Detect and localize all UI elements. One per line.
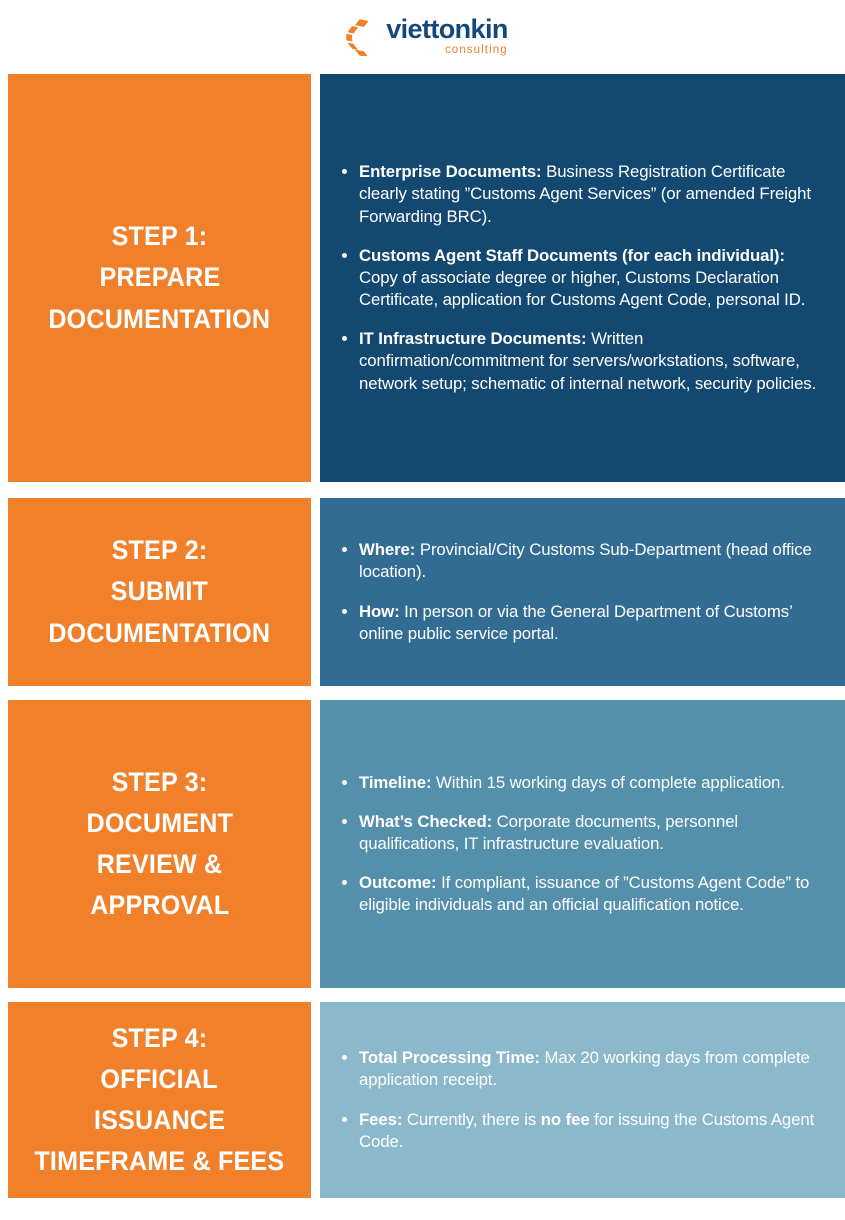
bullet-label: Total Processing Time:: [359, 1048, 540, 1068]
step-4-title-panel: STEP 4: OFFICIAL ISSUANCE TIMEFRAME & FE…: [8, 1002, 311, 1198]
bullet-text: Corporate documents, personnel qualifica…: [359, 811, 739, 853]
list-item: Customs Agent Staff Documents (for each …: [338, 245, 819, 312]
step-3-title-line-4: APPROVAL: [89, 890, 230, 921]
bullet-text: In person or via the General Department …: [359, 601, 793, 643]
step-4-title-line-1: STEP 4:: [111, 1022, 208, 1053]
bullet-text: Within 15 working days of complete appli…: [431, 772, 785, 792]
bullet-text: Copy of associate degree or higher, Cust…: [359, 267, 806, 310]
list-item: Outcome: If compliant, issuance of ”Cust…: [338, 872, 819, 916]
step-2-title-panel: STEP 2: SUBMIT DOCUMENTATION: [8, 498, 311, 686]
step-4-title-line-4: TIMEFRAME & FEES: [34, 1146, 285, 1177]
step-3-title-line-3: REVIEW &: [96, 849, 223, 879]
brand-name: viettonkin: [386, 13, 508, 44]
step-2-title-line-1: STEP 2:: [111, 535, 208, 566]
list-item: Enterprise Documents: Business Registrat…: [338, 161, 819, 228]
step-1-title-line-1: STEP 1:: [111, 221, 208, 252]
bullet-emphasis: no fee: [540, 1109, 590, 1129]
bullet-text-after: for issuing the Customs Agent Code.: [359, 1109, 815, 1151]
list-item: IT Infrastructure Documents: Written con…: [338, 328, 819, 395]
list-item: Timeline: Within 15 working days of comp…: [338, 772, 819, 794]
brand-tagline: consulting: [444, 43, 508, 56]
step-4-title-line-3: ISSUANCE: [93, 1105, 226, 1135]
viettonkin-logo: viettonkin consulting: [337, 13, 508, 58]
step-1-body-panel: Enterprise Documents: Business Registrat…: [320, 74, 845, 482]
bullet-label: What’s Checked:: [359, 811, 493, 831]
step-1-title-panel: STEP 1: PREPARE DOCUMENTATION: [8, 74, 311, 482]
bullet-text: Provincial/City Customs Sub-Department (…: [359, 540, 812, 582]
bullet-text: Max 20 working days from complete applic…: [359, 1048, 810, 1090]
list-item: What’s Checked: Corporate documents, per…: [338, 811, 819, 855]
viettonkin-c-mark-icon: [337, 16, 377, 58]
bullet-label: IT Infrastructure Documents:: [359, 329, 587, 349]
step-3-bullet-list: Timeline: Within 15 working days of comp…: [338, 772, 819, 917]
step-4-title-line-2: OFFICIAL: [100, 1063, 219, 1094]
step-3-title-line-2: DOCUMENT: [86, 807, 233, 838]
bullet-label: Customs Agent Staff Documents (for each …: [359, 245, 785, 265]
step-4-body-panel: Total Processing Time: Max 20 working da…: [320, 1002, 845, 1198]
step-row-3: STEP 3: DOCUMENT REVIEW & APPROVAL Timel…: [0, 700, 845, 990]
bullet-label: Where:: [359, 540, 416, 560]
step-row-1: STEP 1: PREPARE DOCUMENTATION Enterprise…: [0, 74, 845, 484]
step-row-4: STEP 4: OFFICIAL ISSUANCE TIMEFRAME & FE…: [0, 1002, 845, 1200]
list-item: Total Processing Time: Max 20 working da…: [338, 1047, 819, 1091]
header: viettonkin consulting: [0, 0, 845, 72]
bullet-label: Timeline:: [359, 772, 432, 792]
bullet-label: Outcome:: [359, 873, 437, 893]
step-1-title-line-2: PREPARE: [99, 262, 220, 293]
bullet-text: If compliant, issuance of ”Customs Agent…: [359, 873, 810, 915]
bullet-text: Currently, there is: [402, 1109, 541, 1129]
bullet-label: Enterprise Documents:: [359, 162, 542, 182]
bullet-text: Written confirmation/commitment for serv…: [359, 329, 817, 393]
logo-wordmark: viettonkin consulting: [386, 13, 508, 57]
bullet-label: How:: [359, 601, 400, 621]
step-2-body-panel: Where: Provincial/City Customs Sub-Depar…: [320, 498, 845, 686]
step-2-title-line-2: SUBMIT: [110, 576, 209, 607]
list-item: Where: Provincial/City Customs Sub-Depar…: [338, 539, 819, 583]
step-2-title-line-3: DOCUMENTATION: [48, 617, 271, 648]
bullet-text: Business Registration Certificate clearl…: [359, 162, 811, 226]
step-3-title-line-1: STEP 3:: [111, 766, 208, 797]
step-4-bullet-list: Total Processing Time: Max 20 working da…: [338, 1047, 819, 1153]
step-1-bullet-list: Enterprise Documents: Business Registrat…: [338, 161, 819, 395]
step-row-2: STEP 2: SUBMIT DOCUMENTATION Where: Prov…: [0, 498, 845, 688]
bullet-label: Fees:: [359, 1109, 403, 1129]
step-1-title-line-3: DOCUMENTATION: [48, 303, 271, 334]
step-3-body-panel: Timeline: Within 15 working days of comp…: [320, 700, 845, 988]
list-item: Fees: Currently, there is no fee for iss…: [338, 1109, 819, 1153]
step-3-title-panel: STEP 3: DOCUMENT REVIEW & APPROVAL: [8, 700, 311, 988]
list-item: How: In person or via the General Depart…: [338, 601, 819, 645]
step-2-bullet-list: Where: Provincial/City Customs Sub-Depar…: [338, 539, 819, 645]
